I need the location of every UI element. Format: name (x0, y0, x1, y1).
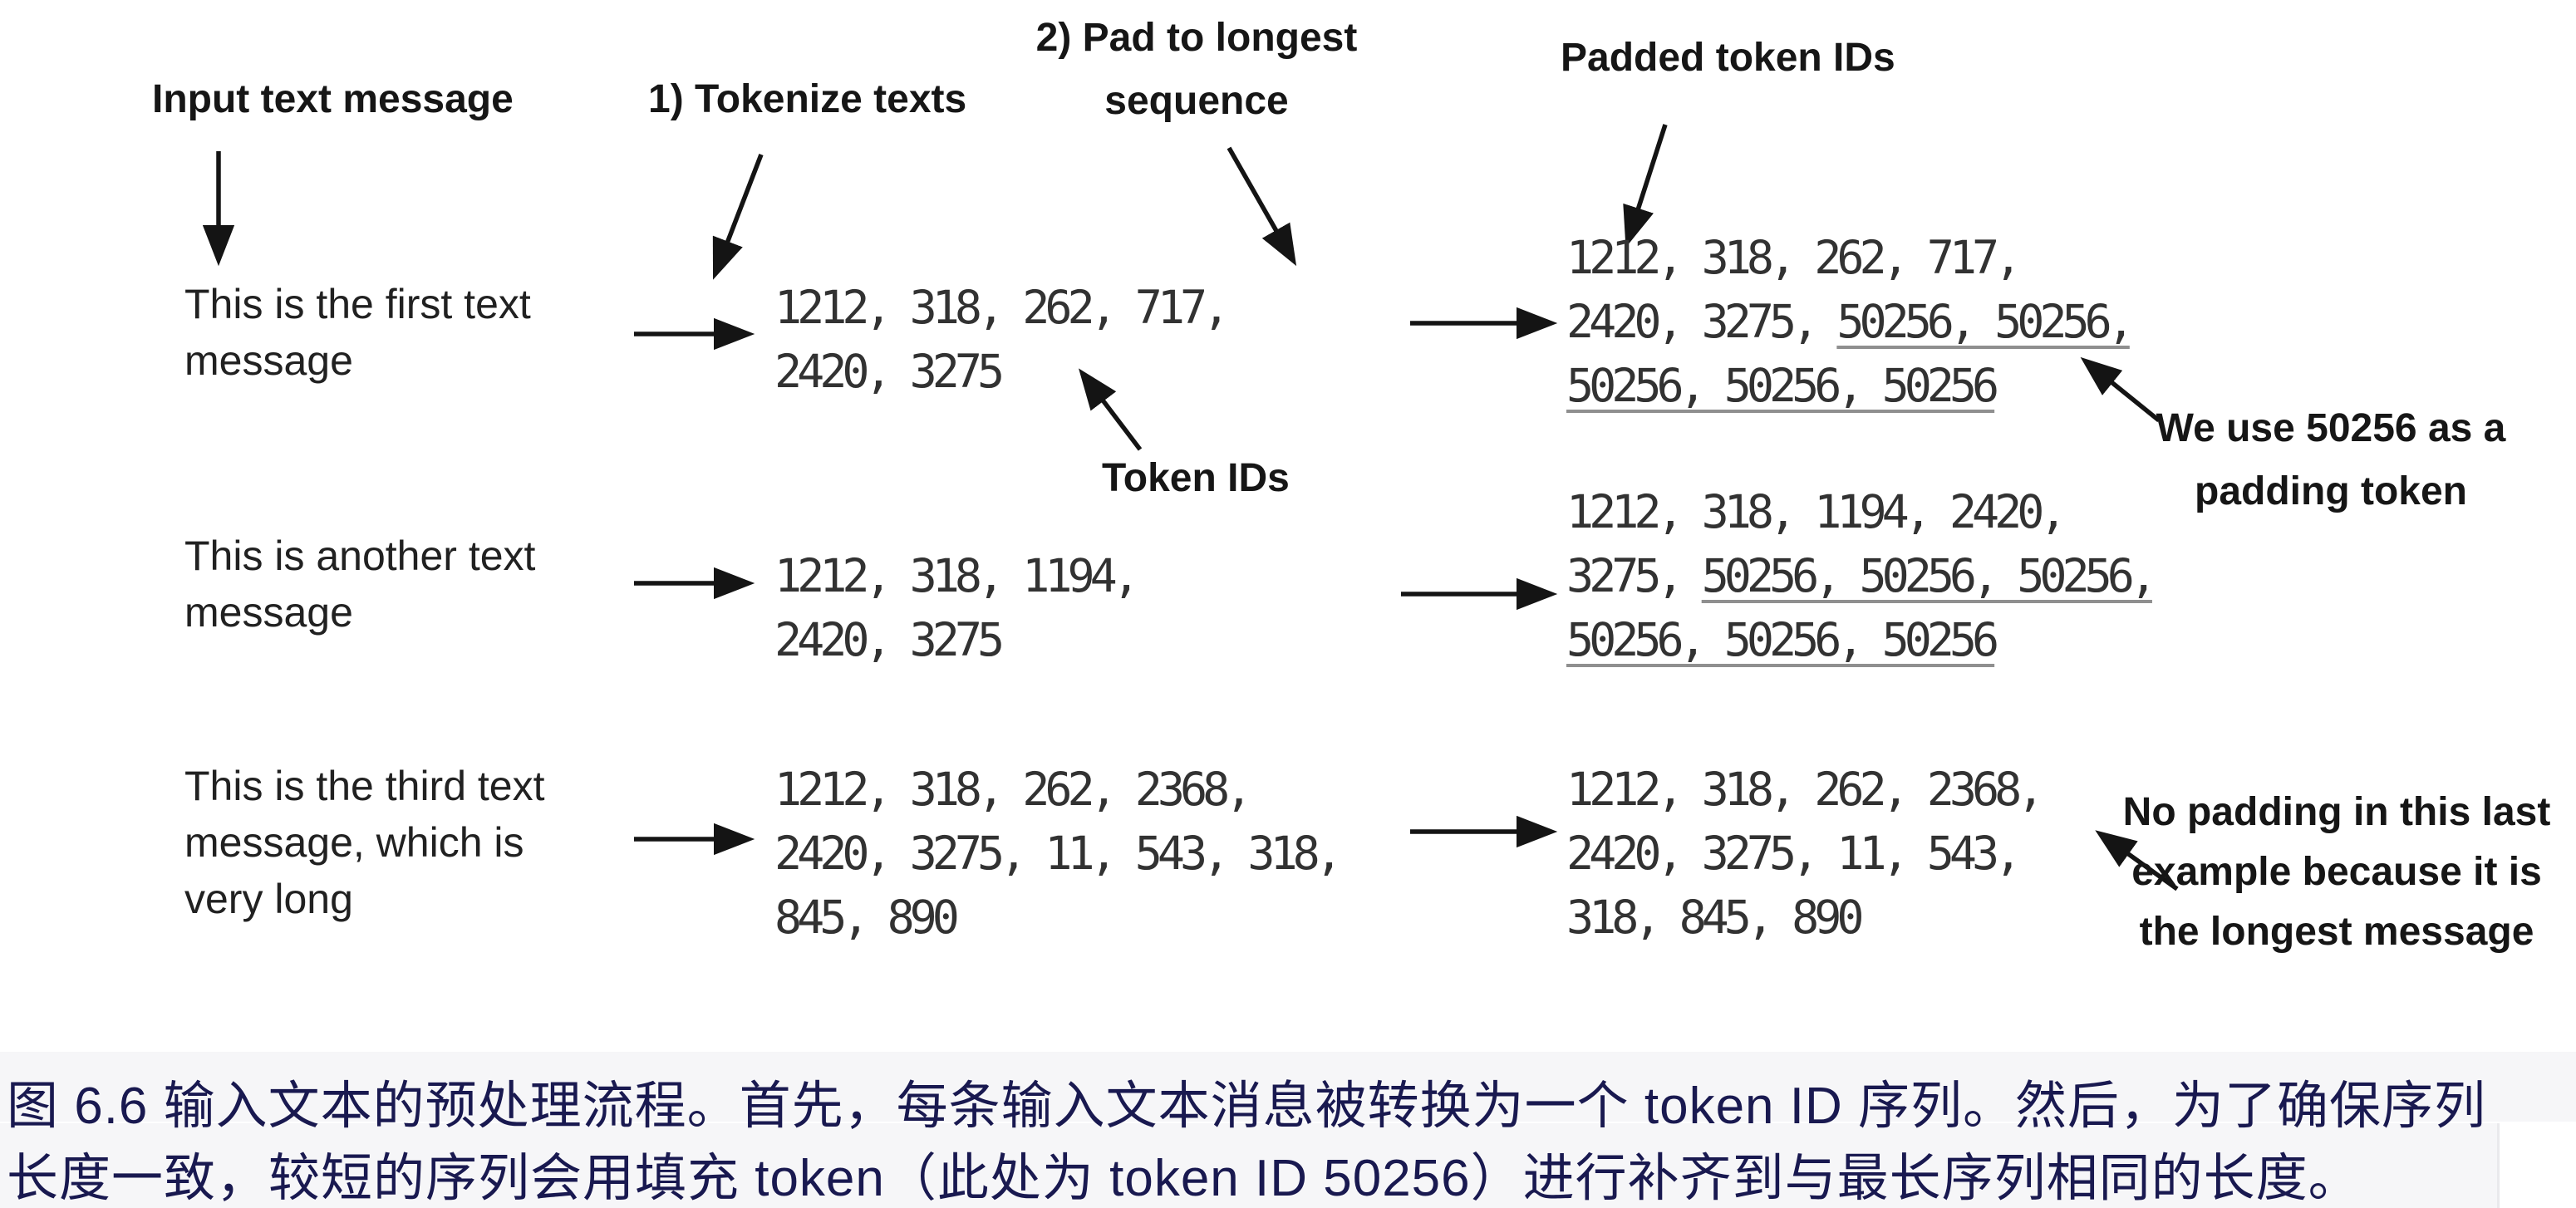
padded-arrow-icon (1623, 124, 1668, 248)
text-line: 1212, 318, 262, 2368, (1566, 758, 2044, 822)
text-line: 50256, 50256, 50256 (1566, 608, 2152, 672)
padding-token-run: 50256, 50256, 50256 (1566, 359, 1999, 412)
token-ids-label: Token IDs (1102, 456, 1290, 500)
token-ids-2: 1212, 318, 1194, 2420, 3275 (774, 544, 1140, 672)
text-line: 1212, 318, 262, 717, (774, 281, 1230, 334)
text-line: 2420, 3275, 11, 543, (1566, 822, 2039, 886)
pad-step-label: 2) Pad to longest sequence (1022, 7, 1371, 133)
padding-token-run: 50256, 50256, (1836, 295, 2134, 348)
text-line: 2420, 3275, 50256, 50256, (1566, 290, 2135, 354)
text-line: 1212, 318, 262, 717, (1566, 226, 2130, 290)
token-ids-1: 1212, 318, 262, 717, 2420, 3275 (774, 276, 1230, 404)
token-run: 1212, 318, 1194, 2420, (1566, 485, 2067, 538)
figure-caption-line2: 长度一致，较短的序列会用填充 token（此处为 token ID 50256）… (7, 1150, 2361, 1207)
token-run: 318, 845, 890 (1566, 891, 1864, 944)
text-line: very long (184, 876, 353, 922)
padded-token-ids-label: Padded token IDs (1561, 36, 1895, 80)
token-run: 1212, 318, 262, 717, (1566, 231, 2022, 284)
padded-token-ids-2: 1212, 318, 1194, 2420, 3275, 50256, 50256… (1566, 480, 2157, 672)
text-line: padding token (2195, 469, 2467, 513)
text-line: 1212, 318, 1194, (774, 549, 1140, 602)
pad-step-label-line1: 2) Pad to longest (1035, 16, 1358, 60)
text-line: 2420, 3275, 11, 543, 318, (774, 827, 1343, 880)
text-line: 1212, 318, 262, 2368, (774, 763, 1252, 816)
token-ids-3: 1212, 318, 262, 2368, 2420, 3275, 11, 543… (774, 758, 1343, 950)
text-line: message (184, 337, 353, 384)
text-line: 3275, 50256, 50256, 50256, (1566, 544, 2157, 608)
figure-caption-line1: 图 6.6 输入文本的预处理流程。首先，每条输入文本消息被转换为一个 token… (7, 1078, 2486, 1135)
padded-token-ids-1: 1212, 318, 262, 717, 2420, 3275, 50256, 5… (1566, 226, 2135, 418)
caption-strip-2 (0, 1123, 2500, 1208)
input-message-1: This is the first text message (184, 276, 531, 389)
tokenize-arrow-icon (712, 154, 764, 280)
text-line: 2420, 3275 (774, 345, 1005, 398)
text-line: 845, 890 (774, 891, 960, 944)
text-line: This is the first text (184, 281, 531, 327)
text-line: No padding in this last (2122, 790, 2551, 834)
token-run: 2420, 3275, (1566, 295, 1837, 348)
pad-arrow-icon (1227, 146, 1297, 267)
text-line: 2420, 3275 (774, 613, 1005, 666)
pad-step-label-line2: sequence (1104, 79, 1289, 123)
text-line: message, which is (184, 819, 524, 866)
token-run: 3275, (1566, 549, 1702, 602)
input-message-2: This is another text message (184, 528, 535, 641)
tokenize-step-label: 1) Tokenize texts (648, 77, 967, 121)
text-line: example because it is (2131, 850, 2542, 894)
input-text-message-label: Input text message (152, 77, 514, 121)
text-line: 50256, 50256, 50256 (1566, 354, 2130, 418)
text-line: 1212, 318, 1194, 2420, (1566, 480, 2152, 544)
no-padding-note: No padding in this last example because i… (2121, 783, 2553, 962)
text-line: We use 50256 as a (2156, 406, 2506, 450)
text-line: This is another text (184, 533, 536, 579)
text-line: 318, 845, 890 (1566, 886, 2039, 950)
input-message-3: This is the third text message, which is v… (184, 758, 545, 927)
padding-token-run: 50256, 50256, 50256, (1701, 549, 2157, 602)
caption-strip-1 (0, 1052, 2576, 1122)
padding-token-note: We use 50256 as a padding token (2123, 397, 2539, 523)
text-line: the longest message (2139, 910, 2534, 954)
token-run: 2420, 3275, 11, 543, (1566, 827, 2022, 880)
padded-token-ids-3: 1212, 318, 262, 2368, 2420, 3275, 11, 543… (1566, 758, 2044, 950)
text-line: This is the third text (184, 763, 545, 809)
padding-token-run: 50256, 50256, 50256 (1566, 613, 1999, 666)
text-line: message (184, 589, 353, 636)
token-run: 1212, 318, 262, 2368, (1566, 763, 2044, 816)
